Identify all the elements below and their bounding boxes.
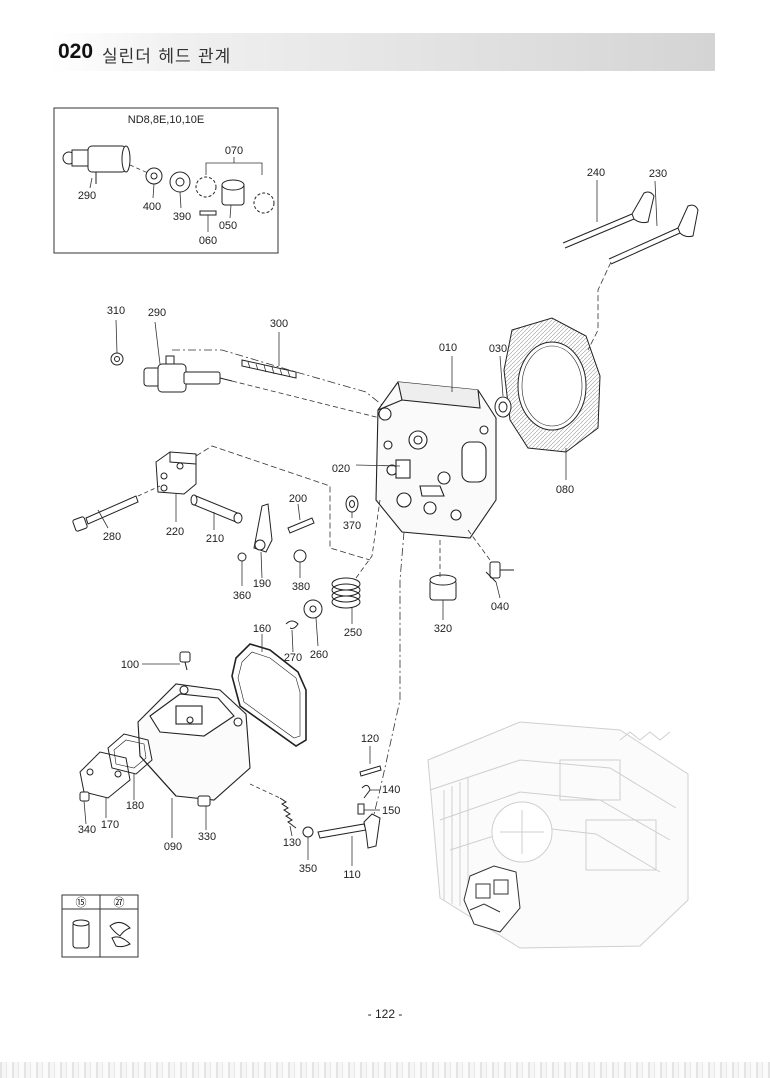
- valve-collet-part: [285, 620, 299, 629]
- label-110: 110: [343, 869, 361, 881]
- spring-clip-part: [293, 549, 307, 563]
- engine-overview-illustration: [427, 721, 689, 949]
- legend-cell-2: ㉗: [114, 896, 125, 909]
- valve-cap-part: [429, 574, 457, 601]
- label-100: 100: [121, 659, 139, 671]
- injector-part: [143, 355, 233, 393]
- label-230: 230: [649, 168, 667, 180]
- label-040: 040: [491, 601, 509, 613]
- rocker-shaft-part: [190, 494, 243, 524]
- label-190: 190: [253, 578, 271, 590]
- inset-oring-part: [195, 176, 275, 214]
- label-270: 270: [284, 652, 302, 664]
- part-labels: 070 290 400 390 050 060 240 230 310 290 …: [78, 145, 667, 881]
- legend-collet-icon: [109, 922, 131, 948]
- inset-box: ND8,8E,10,10E: [53, 107, 279, 254]
- breather-gasket-part: [107, 733, 153, 775]
- breather-bolt-part: [79, 791, 90, 802]
- label-160: 160: [253, 623, 271, 635]
- label-310: 310: [107, 305, 125, 317]
- label-330: 330: [198, 831, 216, 843]
- decomp-lever-part: [317, 813, 381, 849]
- label-150: 150: [382, 805, 400, 817]
- nut-part: [110, 352, 124, 366]
- nut-small-part: [237, 552, 247, 562]
- label-070: 070: [225, 145, 243, 157]
- legend-sleeve-icon: [72, 919, 90, 949]
- cylinder-head-part: [375, 381, 497, 539]
- label-240: 240: [587, 167, 605, 179]
- label-320: 320: [434, 623, 452, 635]
- head-bolt-part: [72, 495, 139, 532]
- scan-edge-strip: [0, 1062, 770, 1078]
- label-220: 220: [166, 526, 184, 538]
- label-400: 400: [143, 201, 161, 213]
- adjust-screw-part: [287, 517, 315, 534]
- section-title: 실린더 헤드 관계: [102, 47, 232, 67]
- label-250: 250: [344, 627, 362, 639]
- decomp-pin-part: [359, 765, 382, 777]
- head-gasket-part: [503, 317, 601, 453]
- label-140: 140: [382, 784, 400, 796]
- label-180: 180: [126, 800, 144, 812]
- decomp-clip-part: [361, 784, 371, 799]
- banjo-fitting-part: [485, 561, 514, 583]
- legend-box: ⑮ ㉗: [61, 894, 139, 958]
- label-200: 200: [289, 493, 307, 505]
- inset-title: ND8,8E,10,10E: [128, 114, 204, 126]
- rocker-arm-part: [253, 503, 273, 553]
- label-020: 020: [332, 463, 350, 475]
- engine-highlight-region: [463, 865, 521, 933]
- label-050: 050: [219, 220, 237, 232]
- rocker-bracket-part: [155, 451, 197, 495]
- label-360: 360: [233, 590, 251, 602]
- label-170: 170: [101, 819, 119, 831]
- label-290: 290: [148, 307, 166, 319]
- inset-injector-part: [62, 145, 131, 184]
- section-header: 020 실린더 헤드 관계: [48, 33, 715, 71]
- label-010: 010: [439, 342, 457, 354]
- label-030: 030: [489, 343, 507, 355]
- label-080: 080: [556, 484, 574, 496]
- section-code: 020: [58, 40, 94, 63]
- legend-cell-1: ⑮: [76, 896, 87, 909]
- decomp-washer-part: [357, 803, 365, 815]
- label-300: 300: [270, 318, 288, 330]
- label-060: 060: [199, 235, 217, 247]
- cover-nut-part: [197, 795, 211, 807]
- valve-stem-seal-part: [345, 495, 359, 513]
- cover-bolt-part: [179, 651, 191, 671]
- intake-valve-part: [562, 191, 655, 249]
- label-370: 370: [343, 520, 361, 532]
- label-090: 090: [164, 841, 182, 853]
- inset-ring-part: [169, 171, 191, 193]
- exhaust-valve-part: [608, 204, 699, 265]
- rocker-cover-part: [137, 683, 251, 801]
- label-120: 120: [361, 733, 379, 745]
- seal-ring-part: [494, 396, 512, 418]
- breather-cover-part: [79, 751, 131, 799]
- cover-gasket-part: [231, 643, 307, 747]
- label-280: 280: [103, 531, 121, 543]
- inset-sleeve-part: [221, 179, 245, 206]
- label-380: 380: [292, 581, 310, 593]
- decomp-spring-part: [279, 797, 297, 829]
- label-130: 130: [283, 837, 301, 849]
- label-390: 390: [173, 211, 191, 223]
- spring-retainer-part: [303, 599, 323, 619]
- valve-spring-part: [331, 577, 361, 609]
- label-260: 260: [310, 649, 328, 661]
- label-340: 340: [78, 824, 96, 836]
- label-290-inset: 290: [78, 190, 96, 202]
- stud-bolt-part: [241, 359, 297, 379]
- label-210: 210: [206, 533, 224, 545]
- page-number: - 122 -: [367, 1007, 403, 1021]
- lever-nut-part: [302, 826, 314, 838]
- inset-pin-part: [199, 210, 217, 216]
- inset-washer-part: [145, 167, 163, 185]
- label-350: 350: [299, 863, 317, 875]
